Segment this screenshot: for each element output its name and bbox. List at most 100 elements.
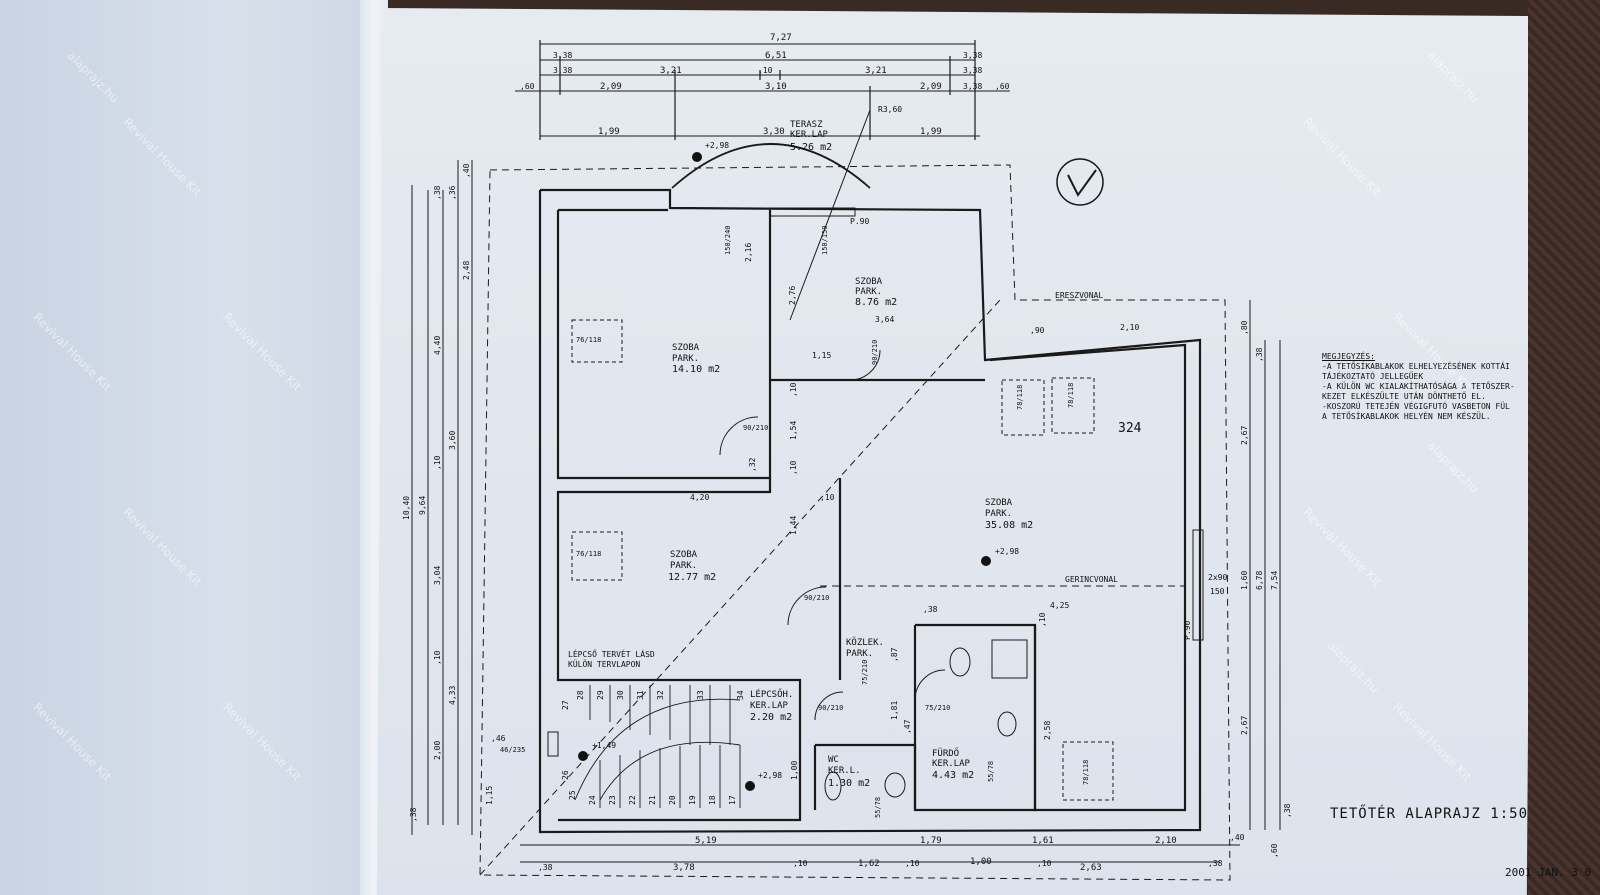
svg-text:27: 27 (561, 700, 570, 710)
svg-text:3,38: 3,38 (963, 66, 982, 75)
svg-text:1,60: 1,60 (1240, 571, 1249, 590)
svg-text:14.10 m2: 14.10 m2 (672, 364, 720, 375)
svg-text:1,00: 1,00 (970, 857, 992, 867)
svg-text:24: 24 (588, 795, 597, 805)
svg-text:150/240: 150/240 (724, 225, 732, 255)
svg-text:150: 150 (1210, 587, 1225, 596)
ridge-label: GERINCVONAL (1065, 575, 1118, 584)
svg-text:PARK.: PARK. (670, 561, 697, 571)
skylight-5 (1062, 741, 1114, 801)
svg-text:2,09: 2,09 (600, 82, 622, 92)
svg-text:55/78: 55/78 (987, 761, 995, 782)
svg-text:1,81: 1,81 (890, 701, 899, 720)
svg-text:90/210: 90/210 (871, 340, 879, 365)
svg-text:1,15: 1,15 (485, 786, 494, 805)
svg-text:PARK.: PARK. (985, 509, 1012, 519)
wc-name: WC (828, 755, 839, 765)
svg-text:19: 19 (688, 795, 697, 805)
left-blank-page (0, 0, 385, 895)
svg-text:,38: ,38 (538, 863, 553, 872)
svg-text:1,79: 1,79 (920, 836, 942, 846)
svg-text:2,67: 2,67 (1240, 426, 1249, 445)
note-line: KEZET ELKÉSZÜLTE UTÁN DÖNTHETŐ EL. (1322, 392, 1486, 401)
svg-text:4,25: 4,25 (1050, 601, 1069, 610)
svg-text:30: 30 (616, 690, 625, 700)
svg-text:90/210: 90/210 (804, 594, 829, 602)
eaves-label: ERESZVONAL (1055, 291, 1103, 300)
door-arc-5 (814, 691, 844, 721)
dim-overall: 7,27 (770, 33, 792, 43)
bath-name: FÜRDŐ (932, 748, 959, 759)
svg-text:4.43 m2: 4.43 m2 (932, 770, 974, 781)
svg-text:1.30 m2: 1.30 m2 (828, 778, 870, 789)
svg-text:3,38: 3,38 (963, 51, 982, 60)
note-line: -A KÜLÖN WC KIALAKÍTHATÓSÁGA A TETŐSZER- (1322, 382, 1515, 391)
svg-text:25: 25 (568, 790, 577, 800)
svg-text:P.90: P.90 (850, 217, 869, 226)
room-ne-name: SZOBA (855, 277, 883, 287)
roof-outline (479, 164, 1231, 881)
room-w-name: SZOBA (670, 550, 698, 560)
svg-text:75/210: 75/210 (861, 660, 869, 685)
outer-wall (538, 188, 1202, 834)
svg-text:21: 21 (648, 795, 657, 805)
svg-text:78/118: 78/118 (1082, 760, 1090, 785)
window-left (547, 731, 559, 757)
toilet-bath (949, 647, 971, 677)
svg-text:,40: ,40 (462, 163, 471, 178)
room-e-name: SZOBA (985, 498, 1013, 508)
bath-wall (913, 623, 1037, 812)
svg-text:32: 32 (656, 690, 665, 700)
svg-text:2,76: 2,76 (788, 286, 797, 305)
svg-text:46/235: 46/235 (500, 746, 525, 754)
terrace-name: TERASZ (790, 120, 823, 130)
svg-text:22: 22 (628, 795, 637, 805)
svg-text:,10: ,10 (433, 455, 442, 470)
stair-steps (574, 685, 741, 808)
svg-text:76/118: 76/118 (576, 550, 601, 558)
svg-text:+1,49: +1,49 (592, 741, 616, 750)
door-arc-1 (719, 416, 759, 456)
svg-text:6,78: 6,78 (1255, 571, 1264, 590)
svg-text:R3,60: R3,60 (878, 105, 902, 114)
svg-text:6,51: 6,51 (765, 51, 787, 61)
svg-text:9,64: 9,64 (418, 496, 427, 515)
svg-text:,40: ,40 (1230, 833, 1245, 842)
svg-text:2,63: 2,63 (1080, 863, 1102, 873)
svg-text:1,99: 1,99 (598, 127, 620, 137)
svg-text:,38: ,38 (1208, 859, 1223, 868)
stair-name: LÉPCSŐH. (750, 688, 793, 700)
svg-text:3,21: 3,21 (865, 66, 887, 76)
svg-text:3,21: 3,21 (660, 66, 682, 76)
door-arc-4 (914, 669, 946, 701)
svg-text:,32: ,32 (748, 457, 757, 472)
svg-text:2,10: 2,10 (1120, 323, 1139, 332)
svg-text:,38: ,38 (409, 807, 418, 822)
svg-text:1,99: 1,99 (920, 127, 942, 137)
svg-text:3,04: 3,04 (433, 566, 442, 585)
svg-text:12.77 m2: 12.77 m2 (668, 572, 716, 583)
svg-text:2,16: 2,16 (744, 243, 753, 262)
svg-text:,38: ,38 (1283, 803, 1292, 818)
svg-text:7,54: 7,54 (1270, 571, 1279, 590)
room-nw-name: SZOBA (672, 343, 700, 353)
stair-note: LÉPCSŐ TERVÉT LÁSD (568, 648, 655, 659)
svg-text:4,40: 4,40 (433, 336, 442, 355)
hip-line (479, 299, 1001, 876)
svg-text:23: 23 (608, 795, 617, 805)
svg-text:,10: ,10 (820, 493, 835, 502)
svg-text:8.76 m2: 8.76 m2 (855, 297, 897, 308)
drawing-title: TETŐTÉR ALAPRAJZ 1:50 (1330, 806, 1529, 822)
svg-text:,10: ,10 (758, 66, 773, 75)
svg-text:1,15: 1,15 (812, 351, 831, 360)
toilet-wc (884, 772, 906, 798)
svg-text:10,40: 10,40 (402, 496, 411, 520)
svg-text:,87: ,87 (890, 647, 899, 662)
svg-text:2x90: 2x90 (1208, 573, 1227, 582)
background-fabric (1528, 0, 1600, 895)
svg-text:3,78: 3,78 (673, 863, 695, 873)
skylight-1 (571, 319, 623, 363)
svg-text:28: 28 (576, 690, 585, 700)
